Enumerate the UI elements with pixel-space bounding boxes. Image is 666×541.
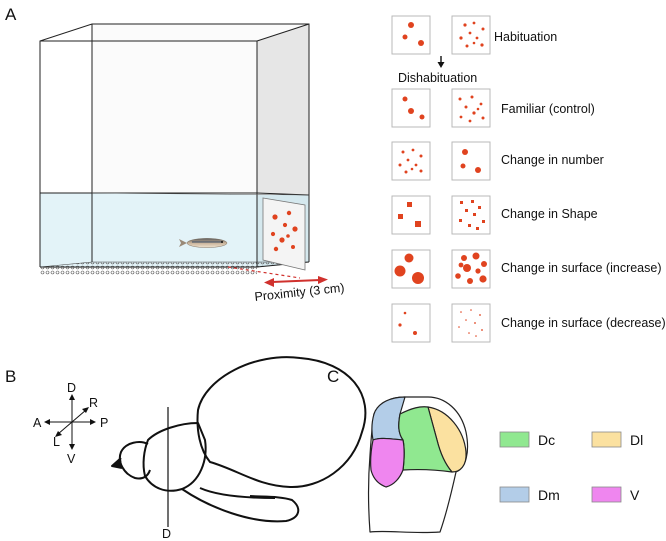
legend-label-dc: Dc <box>538 432 555 448</box>
legend-swatch-dm <box>499 486 530 503</box>
proximity-label: Proximity (3 cm) <box>254 281 345 304</box>
region-legend: Dc Dl Dm V <box>499 431 643 503</box>
stimulus-card <box>262 197 306 271</box>
tank-floor-mesh-front <box>40 267 257 275</box>
optic-tectum <box>196 356 367 489</box>
condition-label: Change in surface (increase) <box>501 261 662 275</box>
olfactory-nerve <box>111 457 123 469</box>
condition-list: Habituation Dishabituation Familiar (con… <box>391 15 666 343</box>
section-label: D <box>162 527 171 541</box>
proximity-zone-line <box>227 266 301 279</box>
transition-label: Dishabituation <box>398 71 477 85</box>
fish <box>179 238 228 248</box>
condition-label: Change in number <box>501 153 604 167</box>
legend-item-dl: Dl <box>591 431 643 448</box>
legend-label-dl: Dl <box>630 432 643 448</box>
cerebellum-lobe <box>181 488 300 523</box>
axis-label-left: L <box>53 435 60 449</box>
proximity-arrow <box>264 276 328 287</box>
legend-item-dc: Dc <box>499 431 555 448</box>
panel-label-a: A <box>5 5 17 24</box>
legend-item-dm: Dm <box>499 486 560 503</box>
condition-row: Familiar (control) <box>391 88 595 128</box>
legend-label-v: V <box>630 487 640 503</box>
condition-row: Change in surface (increase) <box>391 249 662 289</box>
axis-label-posterior: P <box>100 416 108 430</box>
legend-item-v: V <box>591 486 640 503</box>
axis-label-anterior: A <box>33 416 42 430</box>
transition-arrow <box>437 56 445 68</box>
condition-row: Change in Shape <box>391 195 598 235</box>
brain-section <box>367 396 469 534</box>
legend-swatch-dl <box>591 431 622 448</box>
olfactory-bulb <box>118 441 151 480</box>
stimulus-card-dots <box>270 210 298 252</box>
axis-label-right: R <box>89 396 98 410</box>
axis-label-dorsal: D <box>67 381 76 395</box>
orientation-cross <box>44 394 96 450</box>
legend-swatch-v <box>591 486 622 503</box>
region-v <box>370 437 405 488</box>
axis-label-ventral: V <box>67 452 76 466</box>
condition-label: Change in Shape <box>501 207 598 221</box>
tank: Proximity (3 cm) <box>39 23 345 304</box>
tank-side-wall <box>257 24 309 195</box>
telencephalon <box>142 422 207 492</box>
tank-water-front <box>40 193 257 267</box>
panel-label-c: C <box>327 367 339 386</box>
condition-row: Habituation <box>391 15 557 55</box>
panel-label-b: B <box>5 367 16 386</box>
condition-label: Familiar (control) <box>501 102 595 116</box>
condition-label: Habituation <box>494 30 557 44</box>
condition-row: Change in number <box>391 141 604 181</box>
hypothalamus <box>199 487 276 499</box>
condition-label: Change in surface (decrease) <box>501 316 666 330</box>
tank-back-wall <box>92 24 309 195</box>
legend-label-dm: Dm <box>538 487 560 503</box>
brain-outline <box>111 356 367 523</box>
legend-swatch-dc <box>499 431 530 448</box>
condition-row: Change in surface (decrease) <box>391 303 666 343</box>
